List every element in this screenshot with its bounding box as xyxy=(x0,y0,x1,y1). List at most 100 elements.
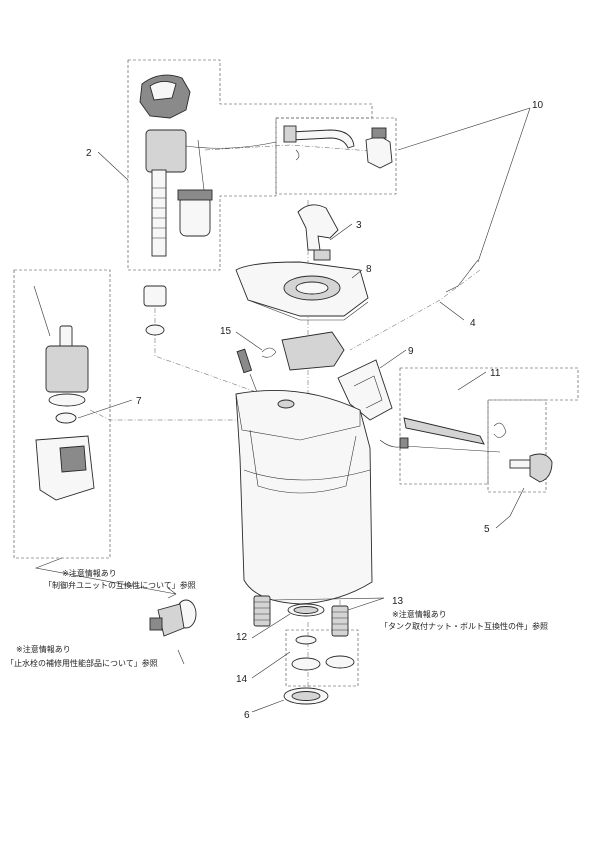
clip-spring xyxy=(261,347,277,358)
part-15-clip xyxy=(261,347,277,358)
leader-line-10 xyxy=(397,107,531,151)
note-tank-nut-line-1: ※注意情報あり xyxy=(392,609,447,619)
holder-arm-inner xyxy=(353,375,383,409)
lid-bowl-inner xyxy=(295,281,329,295)
washer-right xyxy=(325,655,355,669)
callout-10: 10 xyxy=(532,100,544,111)
supply-pipe-clip xyxy=(295,149,300,161)
note-control-unit-line-1: ※注意情報あり xyxy=(62,568,117,578)
part-3-spout xyxy=(297,204,339,261)
note-control-unit: ※注意情報あり 「制御弁ユニットの互換性について」参照 xyxy=(44,568,196,590)
stop-joint-cap xyxy=(371,127,387,139)
group-frames xyxy=(13,59,579,687)
stop-valve xyxy=(149,599,197,637)
valve-stem-ribs xyxy=(152,187,166,239)
part-14-washers xyxy=(291,635,355,671)
callout-14: 14 xyxy=(236,674,248,685)
chain-rod xyxy=(33,285,51,337)
bolt-right-thread xyxy=(332,611,348,631)
leader-line-13b xyxy=(347,597,385,611)
washer-left xyxy=(291,657,321,671)
leader-line-13a xyxy=(271,597,385,601)
float-cap-highlight xyxy=(149,81,177,101)
leader-line-11 xyxy=(457,371,487,391)
callout-2: 2 xyxy=(86,148,92,159)
cable-connector xyxy=(399,437,409,449)
stop-valve-cap xyxy=(149,617,163,631)
tank-shell xyxy=(235,389,373,605)
float-bowl-top xyxy=(177,189,213,201)
lever-handle xyxy=(236,348,253,374)
part-11-cable xyxy=(379,417,501,453)
stop-joint xyxy=(365,135,393,169)
bolt-right xyxy=(331,605,349,637)
part-2-fill-valve xyxy=(139,74,277,336)
flush-valve-ring xyxy=(48,393,86,407)
note-tank-nut: ※注意情報あり 「タンク取付ナット・ボルト互換性の件」参照 xyxy=(380,609,548,631)
note-control-unit-line-2: 「制御弁ユニットの互換性について」参照 xyxy=(44,580,196,590)
flush-valve-body xyxy=(45,345,89,393)
group-frame-14 xyxy=(285,629,359,687)
part-12-gasket xyxy=(287,603,325,617)
note-leader-control xyxy=(34,557,177,595)
overflow-pipe-inner xyxy=(59,445,87,473)
supply-pipe-bend xyxy=(289,129,355,149)
part-6-seal xyxy=(283,687,329,705)
part-10-supply-pipe xyxy=(283,125,479,293)
note-leader-control-arrow xyxy=(167,587,177,599)
seal-inner xyxy=(291,691,321,701)
callout-9: 9 xyxy=(408,346,414,357)
note-stop-valve-line-2: 「止水栓の補修用性能部品について」参照 xyxy=(6,658,158,668)
callout-7: 7 xyxy=(136,396,142,407)
bolt-left-thread xyxy=(254,601,270,621)
leader-line-3 xyxy=(329,223,353,241)
callout-12: 12 xyxy=(236,632,248,643)
leader-line-14 xyxy=(251,651,291,679)
spout-body xyxy=(297,204,339,251)
gasket-inner xyxy=(293,606,319,614)
group-frame-10 xyxy=(275,117,397,195)
tank-outlet xyxy=(277,399,295,409)
assembly-line xyxy=(154,298,291,405)
part-5-handle xyxy=(493,422,553,483)
part-8-lid xyxy=(235,261,369,321)
note-tank-nut-line-2: 「タンク取付ナット・ボルト互換性の件」参照 xyxy=(380,621,548,631)
note-stop-valve-line-1: ※注意情報あり xyxy=(16,644,71,654)
supply-pipe-nut xyxy=(283,125,297,143)
callout-11: 11 xyxy=(490,368,501,379)
spout-base xyxy=(313,249,331,261)
flush-valve-cap xyxy=(59,325,73,349)
part-7-flush-valve xyxy=(33,285,95,501)
note-leader-stopvalve xyxy=(177,649,185,665)
valve-hose xyxy=(185,141,277,149)
callout-3: 3 xyxy=(356,220,362,231)
leader-line-5 xyxy=(495,487,525,529)
assembly-line xyxy=(89,409,240,421)
tank-inner-wall xyxy=(249,429,357,494)
handle-knob xyxy=(529,453,553,483)
holder-arm xyxy=(337,359,393,421)
callout-6: 6 xyxy=(244,710,250,721)
callout-15: 15 xyxy=(220,326,232,337)
lid-edge xyxy=(247,299,369,321)
callout-5: 5 xyxy=(484,524,490,535)
leader-line-4 xyxy=(439,301,465,321)
holder-bracket xyxy=(281,331,345,371)
tank-seam xyxy=(243,469,371,481)
valve-body xyxy=(145,129,187,173)
leader-line-2 xyxy=(97,151,129,181)
float-bowl xyxy=(179,195,211,237)
part-13-bolts xyxy=(253,595,349,637)
note-stop-valve: ※注意情報あり 「止水栓の補修用性能部品について」参照 xyxy=(6,644,158,668)
flush-valve-washer xyxy=(55,412,77,424)
callout-4: 4 xyxy=(470,318,476,329)
leader-line-6 xyxy=(251,699,285,713)
cable-sleeve xyxy=(403,417,485,445)
leader-lines xyxy=(34,107,531,713)
valve-stem xyxy=(151,169,167,257)
flex-hose xyxy=(445,259,479,293)
leader-line-7 xyxy=(77,399,133,419)
tank-body xyxy=(235,389,373,605)
leader-line-8 xyxy=(351,269,363,279)
